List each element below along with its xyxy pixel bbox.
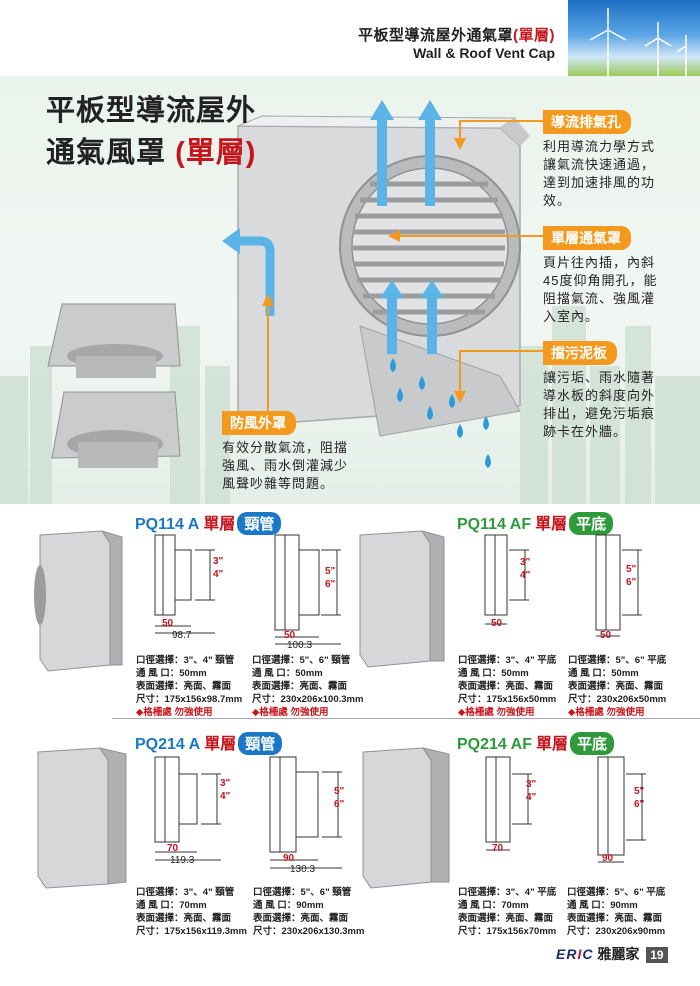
callout-windproof-cover: 防風外罩 有效分散氣流，阻擋強風、雨水倒灌減少風聲吵雜等問題。	[222, 411, 348, 493]
diagram-pq214a-5-6	[269, 756, 342, 869]
dim-sizes-pq114a-b: 5"6"	[325, 566, 336, 590]
diagram-pq214a-3-4	[154, 756, 221, 861]
wind-turbine-photo	[568, 0, 700, 76]
header-title: 平板型導流屋外通氣罩(單層)	[357, 27, 555, 44]
dim-sizes-pq214a-a: 3"4"	[220, 778, 231, 802]
dim-depth-pq214a-a: 119.3	[170, 855, 195, 866]
dim-depth-pq214a-b: 130.3	[290, 864, 316, 875]
dim-mouth-pq114a-b: 50	[284, 630, 296, 641]
header-subtitle: Wall & Roof Vent Cap	[413, 45, 555, 61]
section-divider	[112, 718, 700, 719]
dim-mouth-pq114af-b: 50	[600, 630, 612, 641]
product-photo-pq214a	[37, 747, 127, 889]
diagram-pq214af-5-6	[597, 756, 646, 863]
diagram-pq114af-5-6	[595, 534, 642, 637]
diagram-pq114a-5-6	[274, 534, 341, 645]
product-photo-small-top	[47, 303, 181, 378]
hero-title: 平板型導流屋外 通氣風罩 (單層)	[46, 95, 257, 169]
dim-sizes-pq114af-b: 5"6"	[626, 564, 637, 588]
dim-depth-pq114a-b: 100.3	[287, 640, 313, 651]
diagram-pq114af-3-4	[484, 534, 529, 625]
dim-mouth-pq114af-a: 50	[491, 618, 503, 629]
page-header: 平板型導流屋外通氣罩(單層) Wall & Roof Vent Cap	[0, 0, 700, 76]
brand-logo: ERIC 雅麗家 19	[556, 944, 668, 964]
page-number: 19	[646, 947, 668, 963]
product-photo-pq114af	[359, 530, 445, 668]
dim-depth-pq114a-a: 98.7	[172, 630, 192, 641]
dim-sizes-pq114af-a: 3"4"	[520, 557, 531, 581]
dim-sizes-pq114a-a: 3"4"	[213, 556, 224, 580]
dim-mouth-pq214a-a: 70	[167, 843, 179, 854]
diagram-pq114a-3-4	[154, 534, 215, 634]
dim-sizes-pq214a-b: 5"6"	[334, 786, 345, 810]
product-photo-pq114a	[34, 530, 123, 672]
city-skyline-illustration	[0, 100, 700, 504]
dim-mouth-pq214af-b: 90	[602, 853, 614, 864]
dim-mouth-pq214a-b: 90	[283, 853, 295, 864]
dim-sizes-pq214af-b: 5"6"	[634, 786, 645, 810]
callout-exhaust-hole: 導流排氣孔 利用導流力學方式讓氣流快速通過，達到加速排風的功效。	[543, 110, 655, 210]
dim-sizes-pq214af-a: 3"4"	[526, 779, 537, 803]
dim-mouth-pq114a-a: 50	[162, 618, 174, 629]
diagram-pq214af-3-4	[485, 756, 532, 851]
product-photo-pq214af	[362, 747, 450, 889]
hero-banner: 平板型導流屋外 通氣風罩 (單層) 導流排氣孔 利用導流力學方式讓氣流快速通過，…	[0, 76, 700, 504]
product-photo-small-bottom	[51, 391, 181, 468]
dim-mouth-pq214af-a: 70	[492, 843, 504, 854]
callout-drip-plate: 擋污泥板 讓污垢、雨水隨著導水板的斜度向外排出，避免污垢痕跡卡在外牆。	[543, 341, 655, 441]
